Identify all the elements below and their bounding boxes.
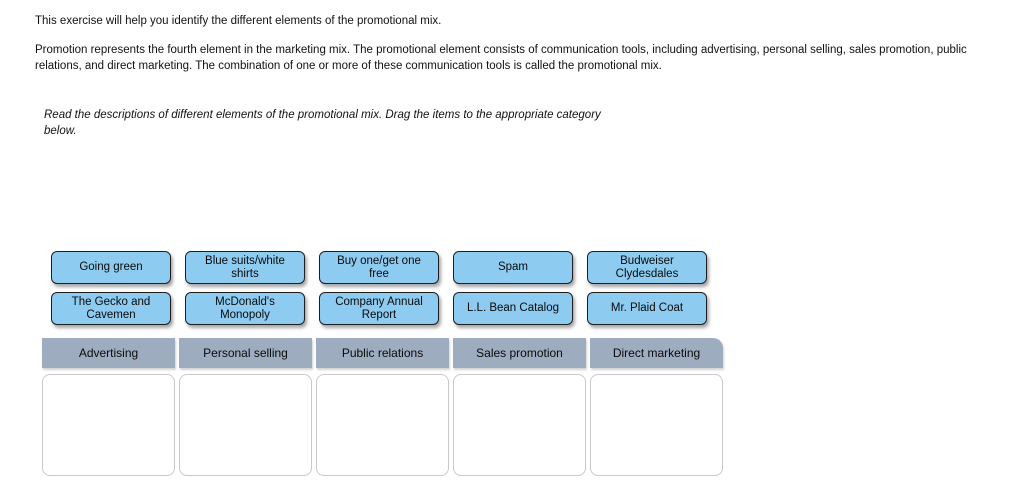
drop-zones [42, 374, 723, 476]
drag-item-budweiser-clydesdales[interactable]: Budweiser Clydesdales [587, 251, 707, 284]
drag-item-company-annual-report[interactable]: Company Annual Report [319, 292, 439, 325]
category-header-personal-selling: Personal selling [179, 338, 312, 368]
dropzone-sales-promotion[interactable] [453, 374, 586, 476]
drag-items-row-2: The Gecko and Cavemen McDonald's Monopol… [51, 292, 707, 325]
category-header-public-relations: Public relations [316, 338, 449, 368]
drag-item-spam[interactable]: Spam [453, 251, 573, 284]
drag-item-going-green[interactable]: Going green [51, 251, 171, 284]
dropzone-direct-marketing[interactable] [590, 374, 723, 476]
dropzone-advertising[interactable] [42, 374, 175, 476]
instructions-text: Read the descriptions of different eleme… [44, 109, 601, 137]
drag-item-mr-plaid-coat[interactable]: Mr. Plaid Coat [587, 292, 707, 325]
category-header-sales-promotion: Sales promotion [453, 338, 586, 368]
drag-item-the-gecko-and-cavemen[interactable]: The Gecko and Cavemen [51, 292, 171, 325]
drag-item-blue-suits-white-shirts[interactable]: Blue suits/white shirts [185, 251, 305, 284]
intro-text: This exercise will help you identify the… [35, 15, 442, 27]
category-header-direct-marketing: Direct marketing [590, 338, 723, 368]
description-text: Promotion represents the fourth element … [35, 44, 967, 72]
dropzone-public-relations[interactable] [316, 374, 449, 476]
drag-item-ll-bean-catalog[interactable]: L.L. Bean Catalog [453, 292, 573, 325]
category-headers: Advertising Personal selling Public rela… [42, 338, 723, 368]
dropzone-personal-selling[interactable] [179, 374, 312, 476]
drag-items-row-1: Going green Blue suits/white shirts Buy … [51, 251, 707, 284]
drag-item-mcdonalds-monopoly[interactable]: McDonald's Monopoly [185, 292, 305, 325]
category-header-advertising: Advertising [42, 338, 175, 368]
drag-item-buy-one-get-one-free[interactable]: Buy one/get one free [319, 251, 439, 284]
